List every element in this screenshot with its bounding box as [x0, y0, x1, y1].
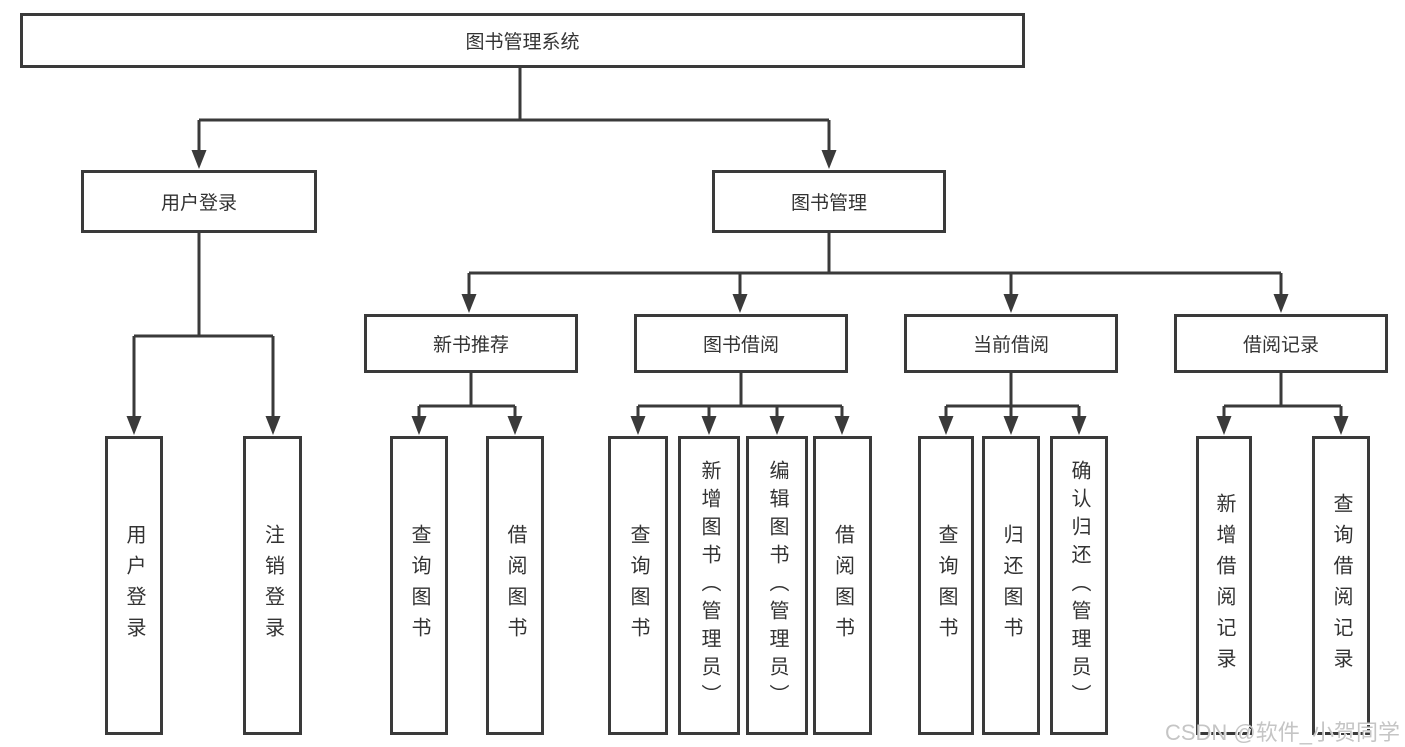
node-book-management-label: 图书管理	[790, 193, 867, 214]
watermark-text: CSDN @软件_小贺同学	[1164, 720, 1400, 745]
leaf-add-book-admin: 新增图书（管理员）	[678, 436, 740, 735]
leaf-add-book-admin-label: 新增图书（管理员）	[698, 459, 720, 712]
leaf-confirm-return-admin: 确认归还（管理员）	[1050, 436, 1108, 735]
leaf-borrow-books-label: 借阅图书	[831, 523, 854, 648]
leaf-edit-book-admin-label: 编辑图书（管理员）	[766, 459, 788, 712]
leaf-user-login-label: 用户登录	[123, 523, 145, 648]
leaf-return-book-label: 归还图书	[1000, 523, 1022, 648]
leaf-add-borrow-record-label: 新增借阅记录	[1213, 492, 1235, 679]
leaf-edit-book-admin: 编辑图书（管理员）	[746, 436, 808, 735]
leaf-return-book: 归还图书	[982, 436, 1040, 735]
node-borrow-records: 借阅记录	[1174, 314, 1388, 373]
node-book-borrow: 图书借阅	[634, 314, 848, 373]
node-user-login-label: 用户登录	[160, 193, 237, 214]
node-new-book-recommend: 新书推荐	[364, 314, 578, 373]
leaf-query-borrow-record-label: 查询借阅记录	[1330, 492, 1352, 679]
node-root: 图书管理系统	[20, 13, 1025, 68]
node-book-borrow-label: 图书借阅	[702, 335, 779, 356]
arrowheads	[126, 150, 1349, 435]
node-borrow-records-label: 借阅记录	[1242, 335, 1319, 356]
node-current-borrow-label: 当前借阅	[972, 335, 1049, 356]
leaf-query-books-recommend: 查询图书	[390, 436, 448, 735]
leaf-add-borrow-record: 新增借阅记录	[1196, 436, 1252, 735]
leaf-logout: 注销登录	[243, 436, 302, 735]
node-book-management: 图书管理	[712, 170, 946, 233]
node-current-borrow: 当前借阅	[904, 314, 1118, 373]
leaf-query-books-recommend-label: 查询图书	[408, 523, 430, 648]
leaf-confirm-return-admin-label: 确认归还（管理员）	[1068, 459, 1090, 712]
node-new-book-recommend-label: 新书推荐	[432, 335, 509, 356]
node-user-login: 用户登录	[81, 170, 317, 233]
leaf-query-books-borrow-label: 查询图书	[627, 523, 649, 648]
leaf-borrow-books-recommend-label: 借阅图书	[504, 523, 526, 648]
node-root-label: 图书管理系统	[465, 32, 580, 53]
leaf-query-borrow-record: 查询借阅记录	[1312, 436, 1370, 735]
leaf-user-login: 用户登录	[105, 436, 163, 735]
leaf-borrow-books: 借阅图书	[813, 436, 872, 735]
leaf-query-books-current-label: 查询图书	[935, 523, 957, 648]
leaf-query-books-borrow: 查询图书	[608, 436, 668, 735]
leaf-logout-label: 注销登录	[261, 523, 284, 648]
leaf-borrow-books-recommend: 借阅图书	[486, 436, 544, 735]
leaf-query-books-current: 查询图书	[918, 436, 974, 735]
